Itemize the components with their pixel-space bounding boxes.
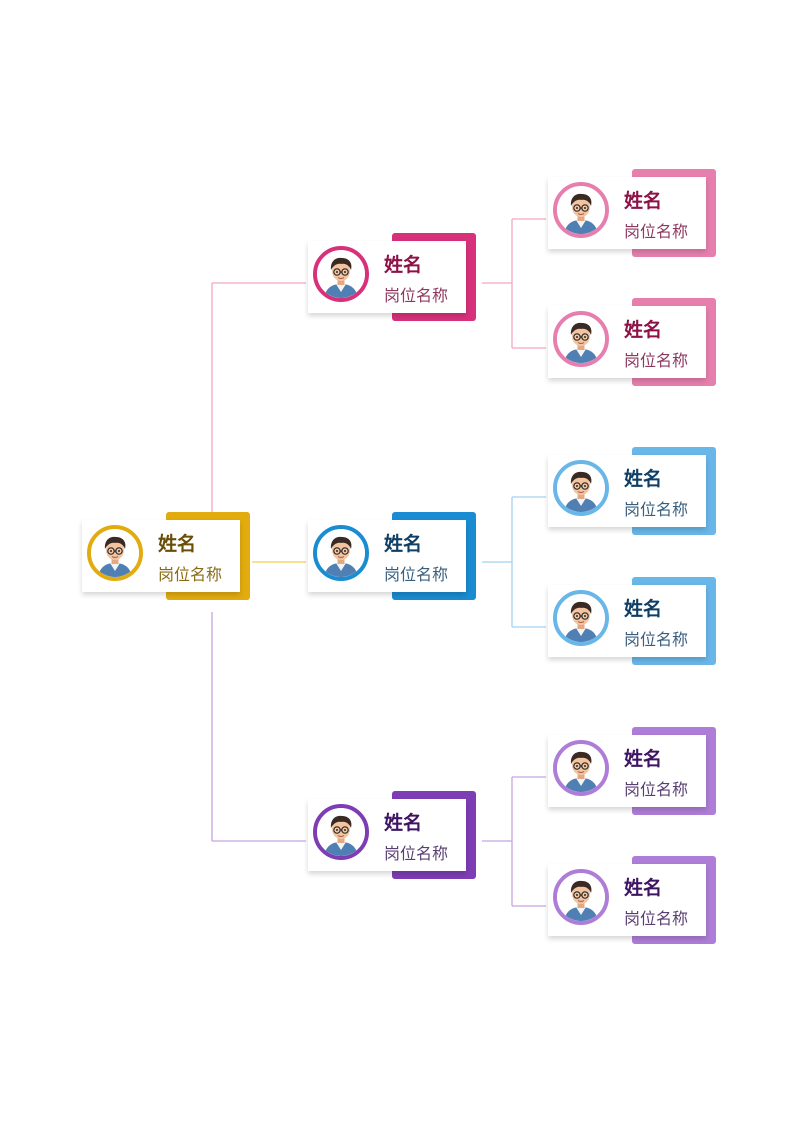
person-name: 姓名 bbox=[624, 748, 663, 770]
avatar-icon bbox=[553, 869, 609, 925]
avatar-icon bbox=[553, 182, 609, 238]
job-title: 岗位名称 bbox=[624, 351, 689, 370]
pink-manager-node: 姓名 岗位名称 bbox=[308, 233, 476, 321]
blue-member-node-1: 姓名 岗位名称 bbox=[548, 447, 716, 535]
avatar-icon bbox=[87, 525, 143, 581]
blue-manager-node: 姓名 岗位名称 bbox=[308, 512, 476, 600]
purple-manager-node: 姓名 岗位名称 bbox=[308, 791, 476, 879]
purple-member-node-1: 姓名 岗位名称 bbox=[548, 727, 716, 815]
job-title: 岗位名称 bbox=[624, 630, 689, 649]
avatar-icon bbox=[553, 740, 609, 796]
person-name: 姓名 bbox=[624, 598, 663, 620]
avatar-icon bbox=[313, 525, 369, 581]
pink-member-node-1: 姓名 岗位名称 bbox=[548, 169, 716, 257]
job-title: 岗位名称 bbox=[624, 222, 689, 241]
avatar-icon bbox=[553, 590, 609, 646]
job-title: 岗位名称 bbox=[384, 565, 449, 584]
pink-member-node-2: 姓名 岗位名称 bbox=[548, 298, 716, 386]
root-node: 姓名 岗位名称 bbox=[82, 512, 250, 600]
person-name: 姓名 bbox=[384, 812, 423, 834]
person-name: 姓名 bbox=[624, 468, 663, 490]
avatar-icon bbox=[313, 246, 369, 302]
person-name: 姓名 bbox=[384, 533, 423, 555]
person-name: 姓名 bbox=[624, 877, 663, 899]
job-title: 岗位名称 bbox=[158, 565, 223, 584]
avatar-icon bbox=[553, 311, 609, 367]
job-title: 岗位名称 bbox=[624, 909, 689, 928]
job-title: 岗位名称 bbox=[384, 286, 449, 305]
job-title: 岗位名称 bbox=[624, 500, 689, 519]
avatar-icon bbox=[313, 804, 369, 860]
person-name: 姓名 bbox=[624, 319, 663, 341]
purple-member-node-2: 姓名 岗位名称 bbox=[548, 856, 716, 944]
person-name: 姓名 bbox=[624, 190, 663, 212]
person-name: 姓名 bbox=[384, 254, 423, 276]
blue-member-node-2: 姓名 岗位名称 bbox=[548, 577, 716, 665]
job-title: 岗位名称 bbox=[624, 780, 689, 799]
job-title: 岗位名称 bbox=[384, 844, 449, 863]
person-name: 姓名 bbox=[158, 533, 197, 555]
avatar-icon bbox=[553, 460, 609, 516]
